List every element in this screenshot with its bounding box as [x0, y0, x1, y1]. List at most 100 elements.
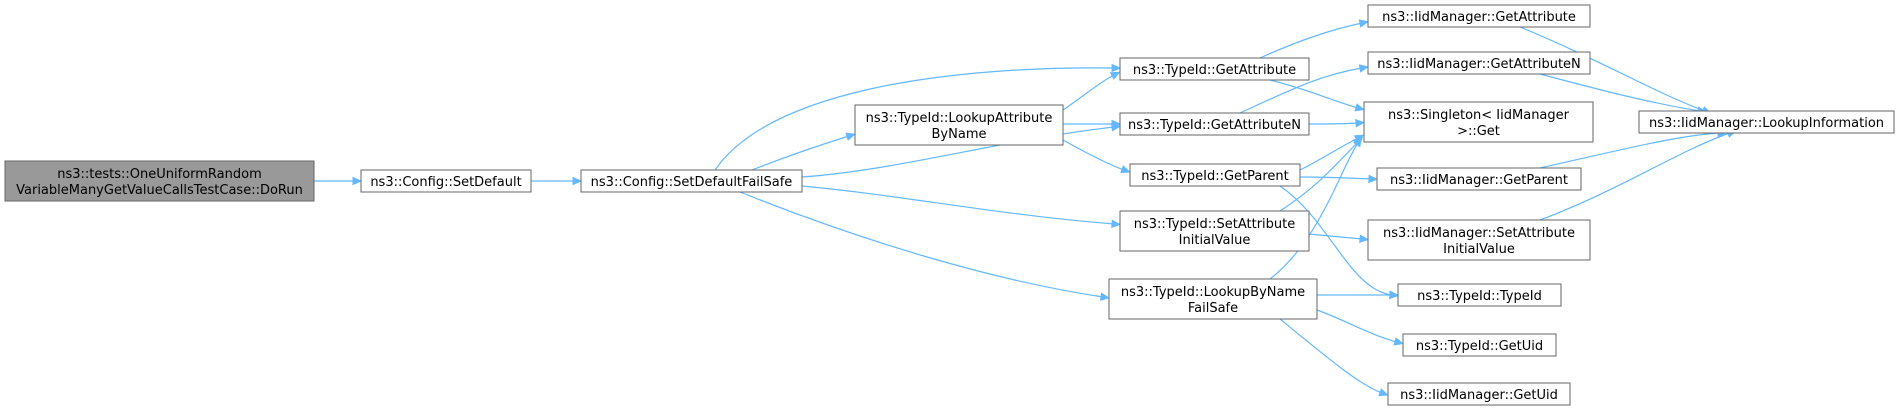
arrowhead — [1378, 388, 1389, 397]
edge-n5-n11 — [1308, 118, 1366, 128]
node-box — [1397, 283, 1562, 307]
node-label: >::Get — [1457, 124, 1500, 139]
node-label: ns3::TypeId::GetAttributeN — [1128, 118, 1301, 133]
node-box — [1119, 57, 1310, 81]
arrowhead — [1355, 118, 1366, 128]
node-n13[interactable]: ns3::IidManager::SetAttributeInitialValu… — [1367, 219, 1591, 261]
node-n10[interactable]: ns3::IidManager::GetAttributeN — [1367, 51, 1591, 75]
node-box — [1363, 101, 1594, 143]
edge-n8-n14 — [1317, 290, 1400, 300]
node-box — [1367, 51, 1591, 75]
node-label: ns3::TypeId::GetUid — [1416, 339, 1543, 354]
edge-line — [1299, 176, 1372, 180]
node-label: ns3::Config::SetDefaultFailSafe — [591, 175, 793, 190]
node-n17[interactable]: ns3::IidManager::LookupInformation — [1638, 110, 1895, 134]
edge-n3-n11 — [1269, 79, 1365, 112]
node-n3[interactable]: ns3::TypeId::GetAttribute — [1119, 57, 1310, 81]
edge-n7-n13 — [1308, 233, 1370, 244]
edge-n4-n3 — [1062, 71, 1121, 111]
edge-n2-n7 — [801, 185, 1122, 229]
edge-line — [1308, 233, 1363, 240]
node-n12[interactable]: ns3::IidManager::GetParent — [1376, 167, 1582, 191]
edge-line — [1269, 79, 1359, 109]
arrowhead — [1111, 63, 1122, 73]
node-n15[interactable]: ns3::TypeId::GetUid — [1402, 333, 1557, 357]
edge-line — [1062, 74, 1115, 111]
edge-line — [1316, 309, 1398, 343]
arrowhead — [572, 176, 583, 186]
edge-n5-n10 — [1239, 64, 1370, 114]
node-label: ns3::IidManager::GetUid — [1400, 388, 1558, 403]
edge-line — [1539, 132, 1731, 221]
node-n11[interactable]: ns3::Singleton< IidManager>::Get — [1363, 101, 1594, 143]
edge-n2-n4 — [751, 132, 856, 171]
node-label: InitialValue — [1179, 233, 1251, 248]
edge-line — [714, 67, 1115, 171]
node-box — [1129, 163, 1301, 187]
node-label: ns3::IidManager::GetParent — [1390, 173, 1568, 188]
arrowhead — [1120, 165, 1131, 174]
node-n16[interactable]: ns3::IidManager::GetUid — [1387, 382, 1571, 406]
node-box — [4, 160, 315, 202]
node-box — [1119, 112, 1310, 136]
node-box — [580, 169, 803, 193]
node-label: ns3::IidManager::GetAttribute — [1382, 10, 1576, 25]
edge-line — [1062, 139, 1125, 171]
node-label: ns3::TypeId::GetParent — [1141, 169, 1289, 184]
edge-line — [1308, 122, 1359, 125]
node-box — [1367, 219, 1591, 261]
node-label: ns3::TypeId::SetAttribute — [1134, 217, 1296, 232]
edge-n6-n12 — [1299, 174, 1379, 184]
edge-line — [1269, 142, 1359, 280]
arrowhead — [1393, 337, 1405, 346]
node-n2[interactable]: ns3::Config::SetDefaultFailSafe — [580, 169, 803, 193]
node-n1[interactable]: ns3::Config::SetDefault — [360, 169, 532, 193]
edge-line — [801, 126, 1115, 178]
edge-n8-n15 — [1316, 309, 1405, 346]
edge-n2-n8 — [739, 191, 1111, 301]
node-label: ns3::TypeId::LookupByName — [1121, 285, 1305, 300]
arrowhead — [1109, 71, 1121, 80]
node-label: ns3::TypeId::LookupAttribute — [866, 111, 1053, 126]
node-n14[interactable]: ns3::TypeId::TypeId — [1397, 283, 1562, 307]
arrowhead — [1111, 219, 1122, 229]
node-n9[interactable]: ns3::IidManager::GetAttribute — [1367, 4, 1591, 28]
edge-line — [801, 185, 1115, 225]
node-label: ns3::tests::OneUniformRandom — [57, 167, 262, 182]
node-label: ns3::IidManager::SetAttribute — [1383, 226, 1575, 241]
node-box — [1387, 382, 1571, 406]
edge-line — [1239, 67, 1363, 114]
arrowhead — [845, 132, 856, 141]
edge-line — [1519, 26, 1706, 112]
node-box — [1638, 110, 1895, 134]
edge-n4-n5 — [1063, 119, 1122, 129]
node-n6[interactable]: ns3::TypeId::GetParent — [1129, 163, 1301, 187]
edge-line — [1259, 22, 1363, 59]
edge-n2-n3 — [714, 63, 1122, 171]
arrowhead — [352, 176, 363, 186]
arrowhead — [1368, 174, 1379, 184]
node-box — [854, 104, 1064, 146]
arrowhead — [1353, 136, 1363, 148]
edge-line — [1299, 137, 1359, 171]
node-label: VariableManyGetValueCallsTestCase::DoRun — [16, 183, 303, 198]
arrowhead — [1099, 292, 1111, 301]
node-n0[interactable]: ns3::tests::OneUniformRandomVariableMany… — [4, 160, 315, 202]
edge-n3-n9 — [1259, 19, 1370, 59]
arrowhead — [1389, 290, 1400, 300]
node-label: ns3::TypeId::TypeId — [1417, 289, 1542, 304]
edge-n4-n6 — [1062, 139, 1131, 174]
edges-layer — [313, 19, 1737, 397]
arrowhead — [1354, 103, 1365, 112]
edge-line — [751, 135, 850, 171]
node-label: ns3::TypeId::GetAttribute — [1133, 63, 1296, 78]
node-box — [1376, 167, 1582, 191]
node-n5[interactable]: ns3::TypeId::GetAttributeN — [1119, 112, 1310, 136]
node-label: ns3::IidManager::LookupInformation — [1649, 116, 1884, 131]
edge-n8-n11 — [1269, 136, 1363, 280]
arrowhead — [1111, 119, 1122, 129]
node-box — [360, 169, 532, 193]
